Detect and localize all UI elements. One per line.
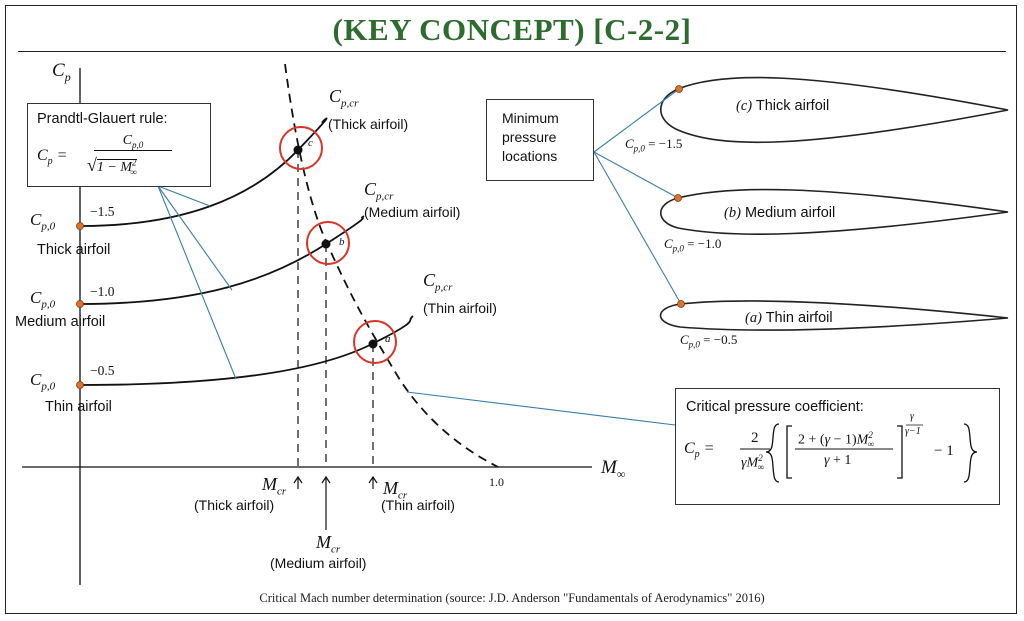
critical-exp-num: γ bbox=[910, 411, 914, 422]
airfoil-medium bbox=[660, 188, 1009, 235]
leader-min-b bbox=[593, 151, 679, 199]
left-value-thick: −1.5 bbox=[90, 204, 115, 219]
start-thick bbox=[76, 222, 84, 230]
critical-exp-den: γ−1 bbox=[905, 426, 921, 437]
figure-caption: Critical Mach number determination (sour… bbox=[259, 591, 765, 605]
point-medium bbox=[321, 239, 331, 249]
critical-frac-den: γM2∞ bbox=[741, 453, 765, 473]
marker-letter-c: c bbox=[308, 137, 313, 149]
start-thin bbox=[76, 381, 84, 389]
marker-letter-b: b bbox=[339, 236, 345, 248]
min-pressure-box: Minimum pressure locations bbox=[486, 99, 594, 181]
min-point-a bbox=[677, 300, 685, 308]
left-name-thick: Thick airfoil bbox=[37, 242, 111, 258]
min-pressure-line1: Minimum bbox=[502, 110, 559, 126]
critical-cp-curve bbox=[284, 63, 499, 468]
airfoil-letter-thick: (c) bbox=[736, 98, 753, 114]
mcr-name-medium: (Medium airfoil) bbox=[270, 555, 367, 571]
page-title: (KEY CONCEPT) [C-2-2] bbox=[332, 12, 692, 47]
arrow-thin bbox=[368, 475, 378, 489]
prandtl-glauert-box: Prandtl-Glauert rule: Cp = Cp,0 √1 − M2∞ bbox=[27, 103, 211, 187]
cp0-label-thin: Cp,0 bbox=[30, 370, 56, 393]
airfoil-label-thick: (c) Thick airfoil bbox=[736, 98, 829, 115]
point-thick bbox=[293, 145, 303, 155]
airfoil-label-thin: (a) Thin airfoil bbox=[745, 310, 833, 327]
airfoil-cp-thick: Cp,0 = −1.5 bbox=[625, 136, 683, 154]
prandtl-glauert-denominator: √1 − M2∞ bbox=[87, 155, 137, 177]
critical-heading: Critical pressure coefficient: bbox=[686, 399, 864, 415]
airfoil-thick bbox=[660, 76, 1009, 144]
marker-thick bbox=[279, 126, 323, 170]
mcr-name-thick: (Thick airfoil) bbox=[194, 497, 275, 513]
leader-pg-1 bbox=[157, 185, 211, 207]
critical-inner-num: 2 + (γ − 1)M2∞ bbox=[798, 430, 875, 450]
critical-pressure-box: Critical pressure coefficient: bbox=[675, 388, 1000, 505]
mcr-name-thin: (Thin airfoil) bbox=[381, 497, 455, 513]
cpcr-name-thin: (Thin airfoil) bbox=[423, 300, 497, 316]
airfoil-label-medium: (b) Medium airfoil bbox=[724, 205, 835, 222]
min-pressure-line3: locations bbox=[502, 148, 558, 164]
leader-pg-2 bbox=[157, 185, 233, 291]
min-pressure-line2: pressure bbox=[502, 129, 557, 145]
airfoil-name-thin: Thin airfoil bbox=[765, 310, 833, 326]
cpcr-label-medium: Cp,cr bbox=[364, 179, 394, 203]
cp0-label-thick: Cp,0 bbox=[30, 210, 56, 233]
airfoil-letter-thin: (a) bbox=[745, 310, 762, 326]
bracket-right bbox=[897, 425, 903, 479]
point-thin bbox=[368, 339, 378, 349]
leader-critical bbox=[406, 391, 676, 426]
cpcr-label-thick: Cp,cr bbox=[329, 86, 359, 110]
mcr-label-thick: Mcr bbox=[262, 474, 287, 498]
mcr-label-thin: Mcr bbox=[383, 478, 408, 502]
airfoil-name-medium: Medium airfoil bbox=[744, 205, 836, 221]
arrow-medium bbox=[321, 475, 331, 530]
marker-medium bbox=[306, 221, 350, 265]
prandtl-glauert-numerator: Cp,0 bbox=[94, 133, 172, 151]
cp0-label-medium: Cp,0 bbox=[30, 288, 56, 311]
prandtl-glauert-heading: Prandtl-Glauert rule: bbox=[37, 111, 168, 127]
y-axis-label: Cp bbox=[52, 60, 71, 84]
left-name-medium: Medium airfoil bbox=[15, 314, 106, 330]
curve-medium bbox=[79, 215, 365, 305]
critical-lhs: Cp = bbox=[684, 440, 715, 461]
bracket-left bbox=[786, 425, 792, 479]
curve-thick bbox=[79, 117, 328, 227]
mcr-label-medium: Mcr bbox=[316, 532, 341, 556]
min-point-c bbox=[675, 85, 683, 93]
x-axis-label: M∞ bbox=[601, 457, 626, 481]
cpcr-label-thin: Cp,cr bbox=[423, 270, 453, 294]
brace-left bbox=[765, 423, 780, 483]
prandtl-glauert-lhs: Cp = bbox=[37, 147, 68, 168]
x-tick-label: 1.0 bbox=[489, 475, 504, 489]
left-value-medium: −1.0 bbox=[90, 284, 115, 299]
left-name-thin: Thin airfoil bbox=[45, 399, 112, 415]
leader-min-a bbox=[593, 151, 682, 305]
leader-pg-3 bbox=[157, 185, 237, 380]
critical-inner-den: γ + 1 bbox=[824, 453, 852, 468]
brace-right bbox=[963, 423, 978, 483]
curve-thin bbox=[79, 315, 414, 386]
left-value-thin: −0.5 bbox=[90, 363, 115, 378]
marker-thin bbox=[353, 320, 397, 364]
critical-frac-num: 2 bbox=[751, 430, 759, 446]
leader-min-c bbox=[593, 88, 680, 153]
airfoil-thin bbox=[659, 300, 1009, 331]
cpcr-name-thick: (Thick airfoil) bbox=[328, 116, 409, 132]
min-point-b bbox=[674, 194, 682, 202]
start-medium bbox=[76, 300, 84, 308]
arrow-thick bbox=[293, 475, 303, 489]
figure-frame bbox=[5, 5, 1017, 614]
title-divider bbox=[18, 51, 1006, 52]
airfoil-cp-medium: Cp,0 = −1.0 bbox=[664, 236, 722, 254]
cpcr-name-medium: (Medium airfoil) bbox=[364, 204, 461, 220]
airfoil-cp-thin: Cp,0 = −0.5 bbox=[680, 332, 738, 350]
airfoil-letter-medium: (b) bbox=[724, 205, 741, 221]
airfoil-name-thick: Thick airfoil bbox=[755, 98, 830, 114]
marker-letter-a: a bbox=[385, 333, 391, 345]
critical-tail: − 1 bbox=[934, 443, 954, 459]
